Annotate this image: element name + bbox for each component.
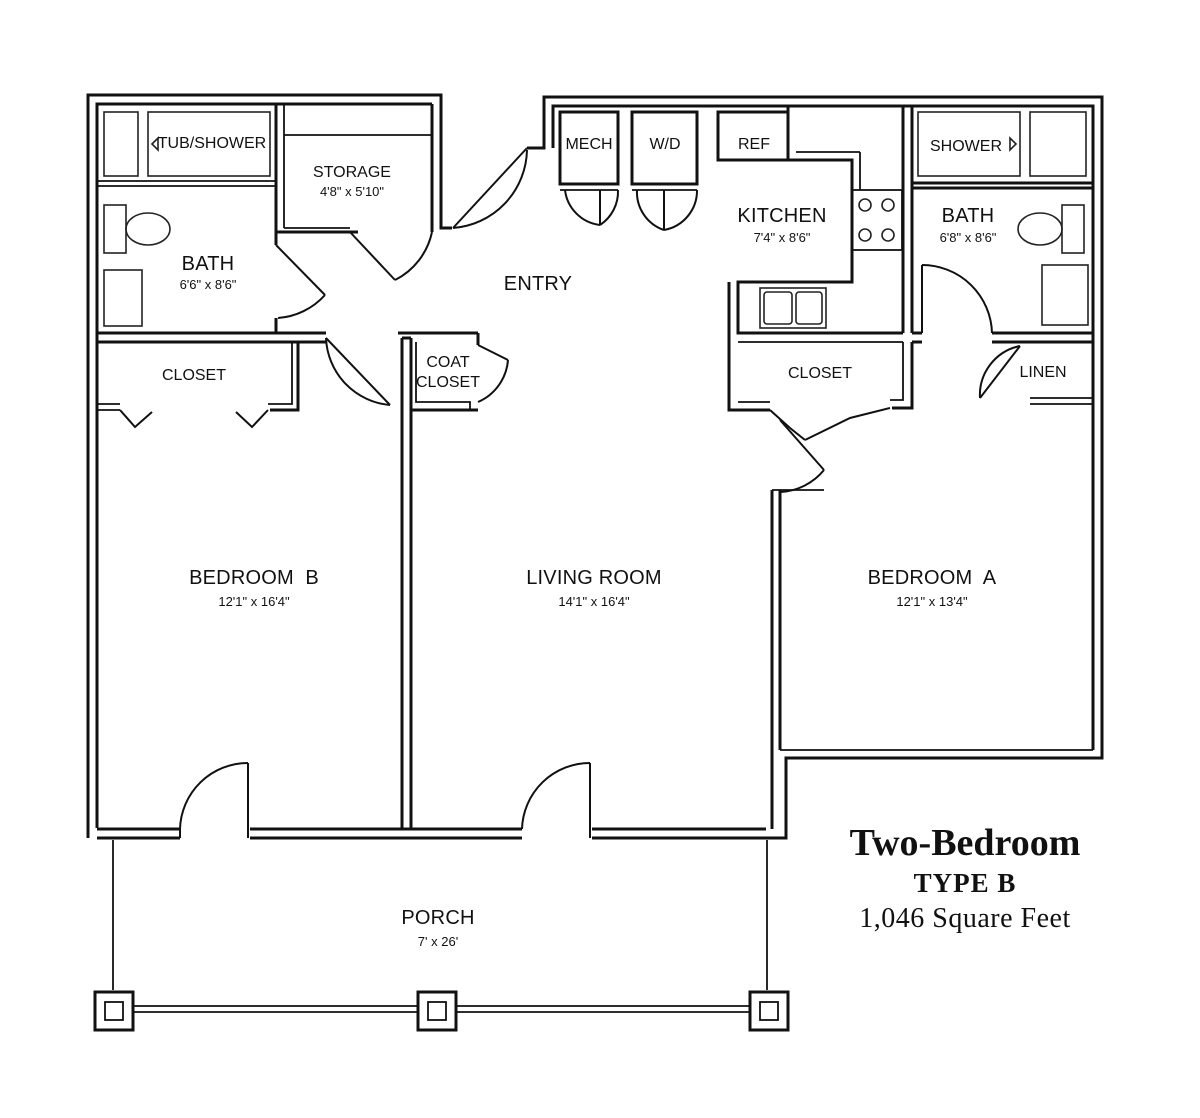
porch-post-middle [416, 990, 458, 1032]
room-labels: TUB/SHOWER STORAGE 4'8" x 5'10" BATH 6'6… [158, 135, 1067, 949]
closet-b-label: CLOSET [162, 367, 226, 384]
storage-dim: 4'8" x 5'10" [320, 184, 384, 199]
bedroom-b-label: BEDROOM B [189, 567, 319, 589]
kitchen-label: KITCHEN [737, 205, 826, 227]
plan-type: TYPE B [913, 868, 1017, 898]
shower-label: SHOWER [930, 138, 1002, 155]
kitchen-dim: 7'4" x 8'6" [754, 230, 811, 245]
ref-label: REF [738, 136, 770, 153]
tub-shower-label: TUB/SHOWER [158, 135, 266, 152]
porch [93, 840, 790, 1032]
mech-label: MECH [565, 136, 612, 153]
plan-area: 1,046 Square Feet [859, 903, 1071, 934]
coat-closet-label-1: COAT [426, 354, 469, 371]
bath-b-label: BATH [182, 253, 235, 275]
bedroom-a-label: BEDROOM A [868, 567, 997, 589]
exterior-walls [86, 93, 1104, 840]
closet-a-label: CLOSET [788, 365, 852, 382]
fixtures [103, 111, 1089, 329]
living-room-label: LIVING ROOM [526, 567, 662, 589]
wd-label: W/D [649, 136, 680, 153]
bedroom-b-dim: 12'1" x 16'4" [218, 594, 290, 609]
entry-label: ENTRY [504, 273, 572, 295]
plan-title-block: Two-Bedroom TYPE B 1,046 Square Feet [800, 820, 1130, 938]
storage-label: STORAGE [313, 164, 391, 181]
doors [119, 147, 1021, 838]
porch-post-right [748, 990, 790, 1032]
porch-post-left [93, 990, 135, 1032]
linen-label: LINEN [1019, 364, 1066, 381]
bath-b-dim: 6'6" x 8'6" [180, 277, 237, 292]
bath-a-label: BATH [942, 205, 995, 227]
living-room-dim: 14'1" x 16'4" [558, 594, 630, 609]
coat-closet-label-2: CLOSET [416, 374, 480, 391]
bath-a-dim: 6'8" x 8'6" [940, 230, 997, 245]
plan-title: Two-Bedroom [849, 822, 1081, 864]
bedroom-a-dim: 12'1" x 13'4" [896, 594, 968, 609]
interior-walls [97, 104, 1093, 829]
porch-label: PORCH [401, 907, 474, 929]
porch-dim: 7' x 26' [418, 934, 458, 949]
